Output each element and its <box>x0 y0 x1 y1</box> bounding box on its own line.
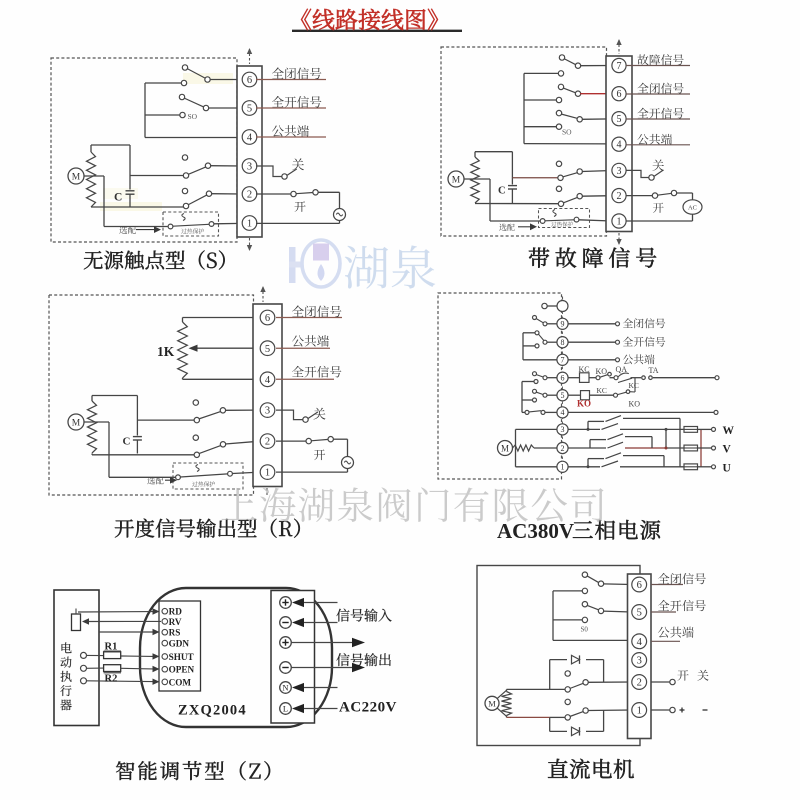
svg-text:N: N <box>282 683 288 693</box>
svg-text:6: 6 <box>561 374 565 383</box>
svg-text:QA: QA <box>616 365 628 374</box>
svg-text:KO: KO <box>577 398 591 408</box>
svg-text:4: 4 <box>561 408 565 417</box>
svg-text:1: 1 <box>247 219 252 230</box>
svg-text:5: 5 <box>617 114 622 125</box>
svg-text:KC: KC <box>597 386 607 395</box>
svg-text:OPEN: OPEN <box>169 665 195 675</box>
svg-text:COM: COM <box>169 677 192 687</box>
svg-text:M: M <box>72 419 81 429</box>
svg-text:AC380V: AC380V <box>497 519 574 543</box>
svg-text:W: W <box>723 425 735 437</box>
svg-text:1K: 1K <box>157 344 175 359</box>
svg-text:KO: KO <box>629 399 641 408</box>
svg-text:AC220V: AC220V <box>339 700 397 716</box>
svg-text:M: M <box>452 176 461 186</box>
svg-text:2: 2 <box>637 678 642 689</box>
svg-text:ZXQ2004: ZXQ2004 <box>178 703 247 719</box>
svg-text:2: 2 <box>617 191 622 202</box>
svg-text:3: 3 <box>265 406 270 417</box>
svg-text:4: 4 <box>617 140 622 151</box>
svg-text:7: 7 <box>617 61 622 72</box>
svg-text:RS: RS <box>169 628 181 638</box>
svg-text:RV: RV <box>169 617 182 627</box>
svg-text:1: 1 <box>265 468 270 479</box>
svg-text:SHUT: SHUT <box>169 652 194 662</box>
svg-text:M: M <box>488 699 496 709</box>
svg-text:3: 3 <box>637 656 642 667</box>
svg-text:C: C <box>498 186 506 197</box>
svg-text:1: 1 <box>617 216 622 227</box>
svg-text:2: 2 <box>247 190 252 201</box>
svg-text:C: C <box>114 192 122 204</box>
svg-text:1: 1 <box>637 706 642 717</box>
svg-text:SO: SO <box>188 112 198 121</box>
svg-text:M: M <box>501 443 509 453</box>
svg-text:4: 4 <box>247 133 253 144</box>
svg-text:6: 6 <box>637 580 642 591</box>
svg-text:4: 4 <box>265 375 271 386</box>
svg-text:SO: SO <box>562 128 572 137</box>
svg-text:2: 2 <box>265 437 270 448</box>
svg-text:9: 9 <box>561 320 565 329</box>
svg-text:5: 5 <box>637 608 642 619</box>
svg-text:RD: RD <box>169 607 183 617</box>
svg-text:3: 3 <box>617 166 622 177</box>
svg-text:5: 5 <box>561 391 565 400</box>
svg-text:7: 7 <box>561 356 565 365</box>
svg-text:GDN: GDN <box>169 639 190 649</box>
svg-text:R2: R2 <box>105 674 118 685</box>
svg-text:KC: KC <box>579 365 590 374</box>
svg-text:V: V <box>723 444 732 456</box>
svg-text:6: 6 <box>617 89 622 100</box>
svg-text:4: 4 <box>637 637 643 648</box>
svg-text:U: U <box>723 462 732 474</box>
svg-text:C: C <box>123 436 131 448</box>
svg-text:S0: S0 <box>581 626 589 634</box>
svg-text:1: 1 <box>561 463 565 472</box>
svg-text:L: L <box>283 704 288 714</box>
svg-text:3: 3 <box>247 162 252 173</box>
svg-text:8: 8 <box>561 338 565 347</box>
svg-text:TA: TA <box>649 366 659 375</box>
svg-text:2: 2 <box>561 444 565 453</box>
svg-text:KO: KO <box>596 367 608 376</box>
svg-text:AC: AC <box>688 204 697 211</box>
svg-text:6: 6 <box>265 313 270 324</box>
svg-text:M: M <box>72 173 81 183</box>
svg-text:R1: R1 <box>105 642 118 653</box>
svg-text:5: 5 <box>247 104 252 115</box>
svg-text:5: 5 <box>265 344 270 355</box>
svg-text:KC: KC <box>629 381 639 390</box>
svg-text:3: 3 <box>561 425 565 434</box>
svg-text:6: 6 <box>247 75 252 86</box>
